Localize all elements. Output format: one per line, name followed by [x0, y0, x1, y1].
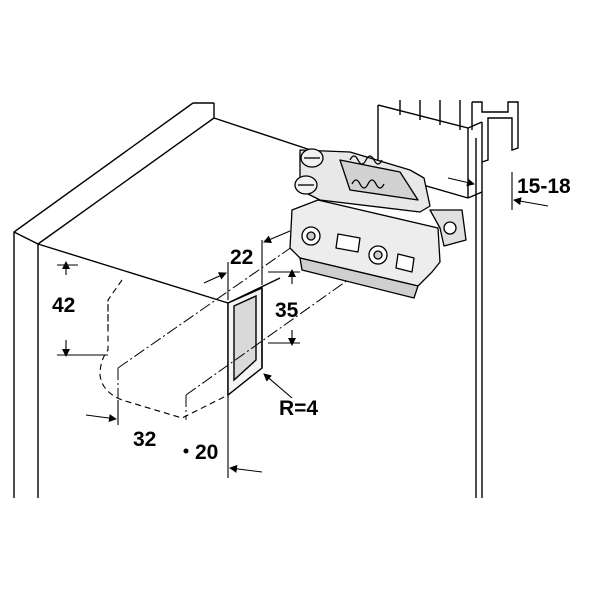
dimension-label-height-42: 42: [52, 294, 76, 317]
dimension-label-height-35: 35: [275, 299, 299, 322]
center-lines: [117, 225, 377, 420]
front-rail-profile: [471, 101, 519, 163]
dimension-lines: [57, 172, 549, 478]
mounting-bracket: [289, 148, 467, 299]
dimension-label-width-22: 22: [230, 246, 254, 269]
mortise-cutout: [227, 286, 263, 397]
hidden-outline: [99, 279, 229, 419]
dimension-label-radius: R=4: [279, 397, 319, 420]
dimension-label-depth-32: 32: [133, 428, 157, 451]
dimension-label-offset-20: 20: [195, 441, 219, 464]
drawer-front-panel: [377, 100, 483, 498]
cabinet-side-panel: [13, 102, 215, 498]
dimension-label-thickness: 15-18: [517, 175, 571, 198]
